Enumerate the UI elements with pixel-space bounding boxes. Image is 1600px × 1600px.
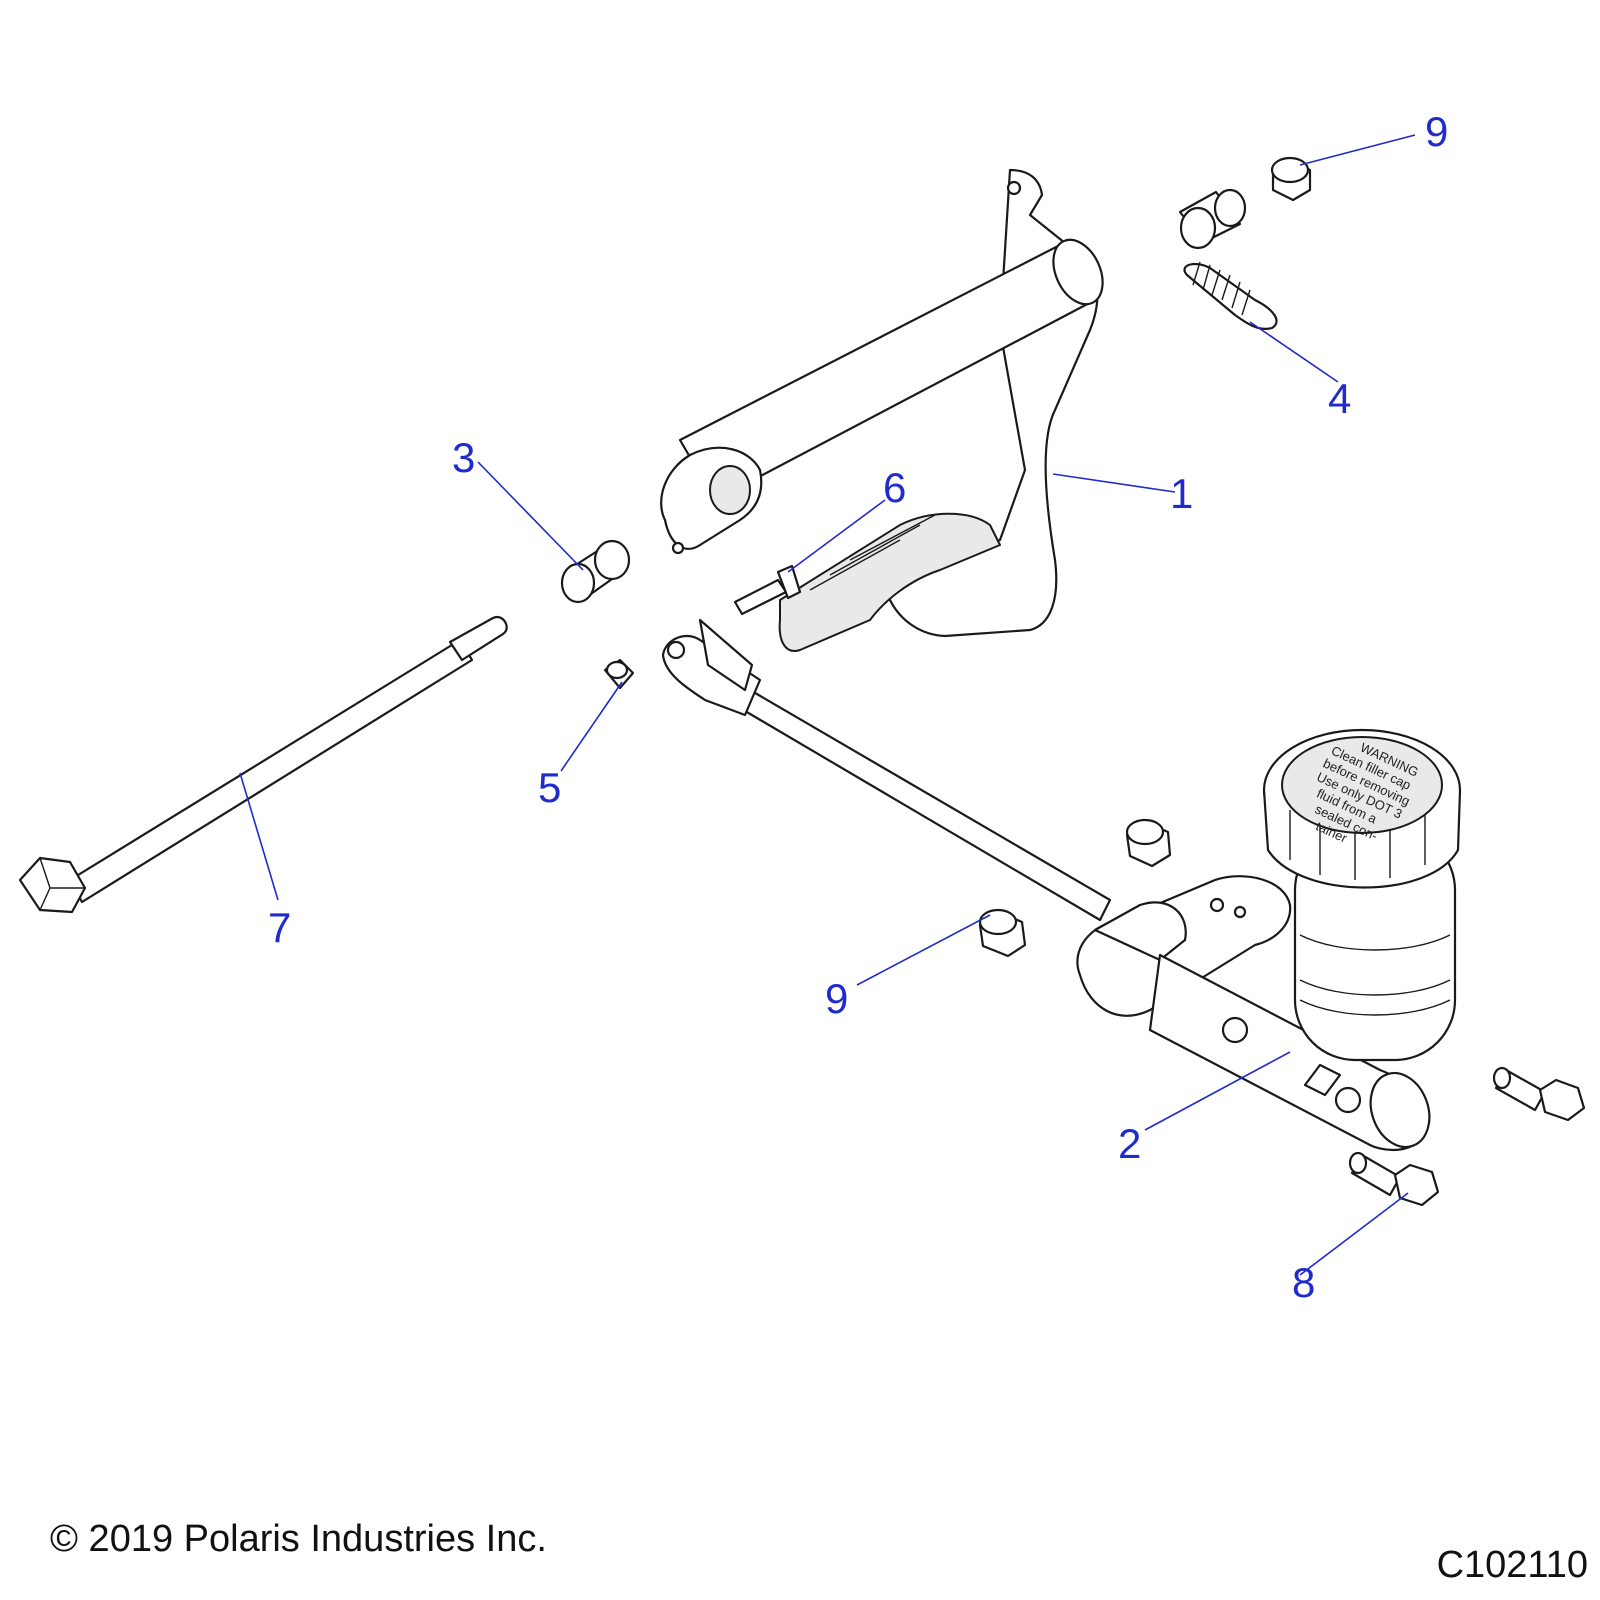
flange-nut-middle xyxy=(1125,818,1172,868)
leader-1 xyxy=(1052,473,1176,493)
callout-9-lower: 9 xyxy=(825,975,848,1022)
leader-4 xyxy=(1249,321,1339,383)
callout-2: 2 xyxy=(1118,1120,1141,1167)
small-nut xyxy=(603,658,635,690)
flange-nut-lower xyxy=(978,908,1027,958)
leader-3 xyxy=(477,461,584,571)
copyright-notice: © 2019 Polaris Industries Inc. xyxy=(50,1518,547,1560)
clevis-pin xyxy=(733,564,802,616)
leader-6 xyxy=(787,499,886,573)
leader-5 xyxy=(560,681,623,772)
callout-1: 1 xyxy=(1170,470,1193,517)
pivot-bolt xyxy=(18,615,508,914)
return-spring xyxy=(1183,261,1278,330)
callout-8: 8 xyxy=(1292,1259,1315,1306)
callout-3: 3 xyxy=(452,434,475,481)
bushing xyxy=(560,539,631,604)
master-cylinder: WARNING Clean filler cap before removing… xyxy=(1076,728,1462,1152)
push-rod-clevis xyxy=(661,618,1112,922)
leader-8 xyxy=(1299,1192,1409,1276)
callout-4: 4 xyxy=(1328,375,1351,422)
flange-nut-upper xyxy=(1270,156,1312,202)
callout-6: 6 xyxy=(883,464,906,511)
leader-2 xyxy=(1144,1051,1291,1131)
leader-9-lower xyxy=(856,914,991,986)
upper-bushing xyxy=(1178,188,1247,250)
mounting-bolt-lower xyxy=(1348,1151,1440,1207)
leader-9-upper xyxy=(1299,134,1416,166)
mounting-bolt-right xyxy=(1492,1066,1586,1122)
callout-5: 5 xyxy=(538,764,561,811)
callout-9-upper: 9 xyxy=(1425,108,1448,155)
brake-pedal-assembly xyxy=(660,168,1104,652)
leader-7 xyxy=(239,772,279,901)
callout-7: 7 xyxy=(268,904,291,951)
leader-lines xyxy=(239,134,1416,1276)
drawing-number: C102110 xyxy=(1436,1544,1588,1586)
